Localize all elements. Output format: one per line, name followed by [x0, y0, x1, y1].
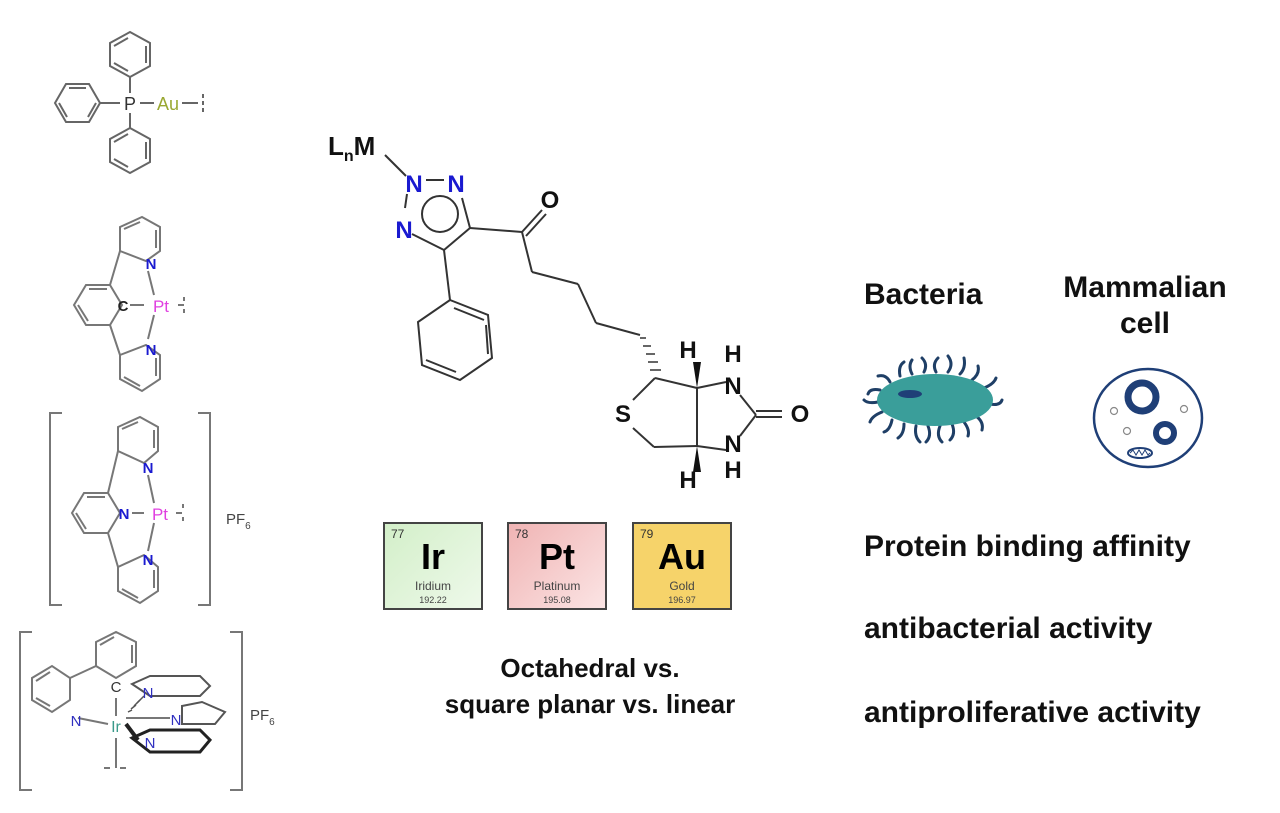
counterion-label: PF6	[226, 511, 251, 532]
geometry-caption-line1: Octahedral vs.	[500, 653, 680, 683]
iridium-label: Ir	[111, 719, 121, 736]
pt-cnn-complex: N C Pt N	[72, 215, 185, 393]
nitrogen-label: N	[143, 460, 154, 477]
mammalian-label-line2: cell	[1119, 307, 1171, 340]
carbon-label: C	[118, 298, 129, 315]
element-symbol: Ir	[420, 536, 445, 577]
nitrogen-label: N	[146, 256, 157, 273]
nitrogen-label: N	[171, 712, 182, 729]
geometry-caption: Octahedral vs. square planar vs. linear	[410, 650, 770, 722]
ketone-oxygen-label: O	[541, 187, 560, 214]
triazole-n3-label: N	[447, 171, 464, 198]
urea-oxygen-label: O	[791, 401, 810, 428]
activity-antiproliferative: antiproliferative activity	[864, 696, 1201, 729]
nitrogen-label: N	[145, 735, 156, 752]
nh-nitrogen-label: N	[724, 373, 741, 400]
element-tile-iridium: 77 Ir Iridium 192.22	[383, 522, 483, 610]
mammalian-label-line1: Mammalian	[1063, 271, 1227, 304]
ir-complex: C N N N N Ir PF6	[19, 630, 275, 791]
nitrogen-label: N	[71, 713, 82, 730]
bacteria-label: Bacteria	[864, 278, 983, 311]
hydrogen-label: H	[724, 341, 741, 368]
biotin-triazole-ligand: LnM N N N O S O N N H H H H	[328, 131, 810, 490]
atomic-mass: 195.08	[543, 595, 571, 605]
atomic-mass: 192.22	[419, 595, 447, 605]
element-tile-platinum: 78 Pt Platinum 195.08	[507, 522, 607, 610]
element-name: Iridium	[414, 579, 451, 593]
lnm-label: LnM	[328, 131, 375, 165]
element-symbol: Pt	[539, 536, 575, 577]
nitrogen-label: N	[146, 342, 157, 359]
element-name: Platinum	[533, 579, 581, 593]
pt-terpy-complex: N N Pt N PF6	[49, 412, 251, 606]
au-phosphine-complex: P Au	[53, 30, 204, 175]
element-symbol: Au	[658, 536, 706, 577]
atomic-number: 78	[515, 527, 529, 541]
hydrogen-label: H	[679, 337, 696, 364]
hydrogen-label: H	[724, 457, 741, 484]
bacteria-icon	[862, 354, 1004, 444]
element-tile-gold: 79 Au Gold 196.97	[632, 522, 732, 610]
hydrogen-label: H	[679, 467, 696, 490]
sulfur-label: S	[615, 401, 631, 428]
nitrogen-label: N	[119, 506, 130, 523]
phosphorus-label: P	[124, 94, 136, 114]
atomic-number: 77	[391, 527, 405, 541]
atomic-mass: 196.97	[668, 595, 696, 605]
activity-protein-binding: Protein binding affinity	[864, 530, 1191, 563]
triazole-n2-label: N	[395, 217, 412, 244]
nitrogen-label: N	[143, 552, 154, 569]
counterion-label: PF6	[250, 707, 275, 728]
carbon-label: C	[111, 679, 122, 696]
platinum-label: Pt	[152, 505, 168, 524]
gold-label: Au	[157, 94, 179, 114]
mammalian-cell-icon	[1092, 367, 1204, 469]
platinum-label: Pt	[153, 297, 169, 316]
triazole-n1-label: N	[405, 171, 422, 198]
element-name: Gold	[669, 579, 695, 593]
activity-antibacterial: antibacterial activity	[864, 612, 1153, 645]
mammalian-cell-label: Mammalian cell	[1040, 270, 1250, 342]
nitrogen-label: N	[143, 685, 154, 702]
atomic-number: 79	[640, 527, 654, 541]
geometry-caption-line2: square planar vs. linear	[444, 689, 736, 719]
nh-nitrogen-label: N	[724, 431, 741, 458]
